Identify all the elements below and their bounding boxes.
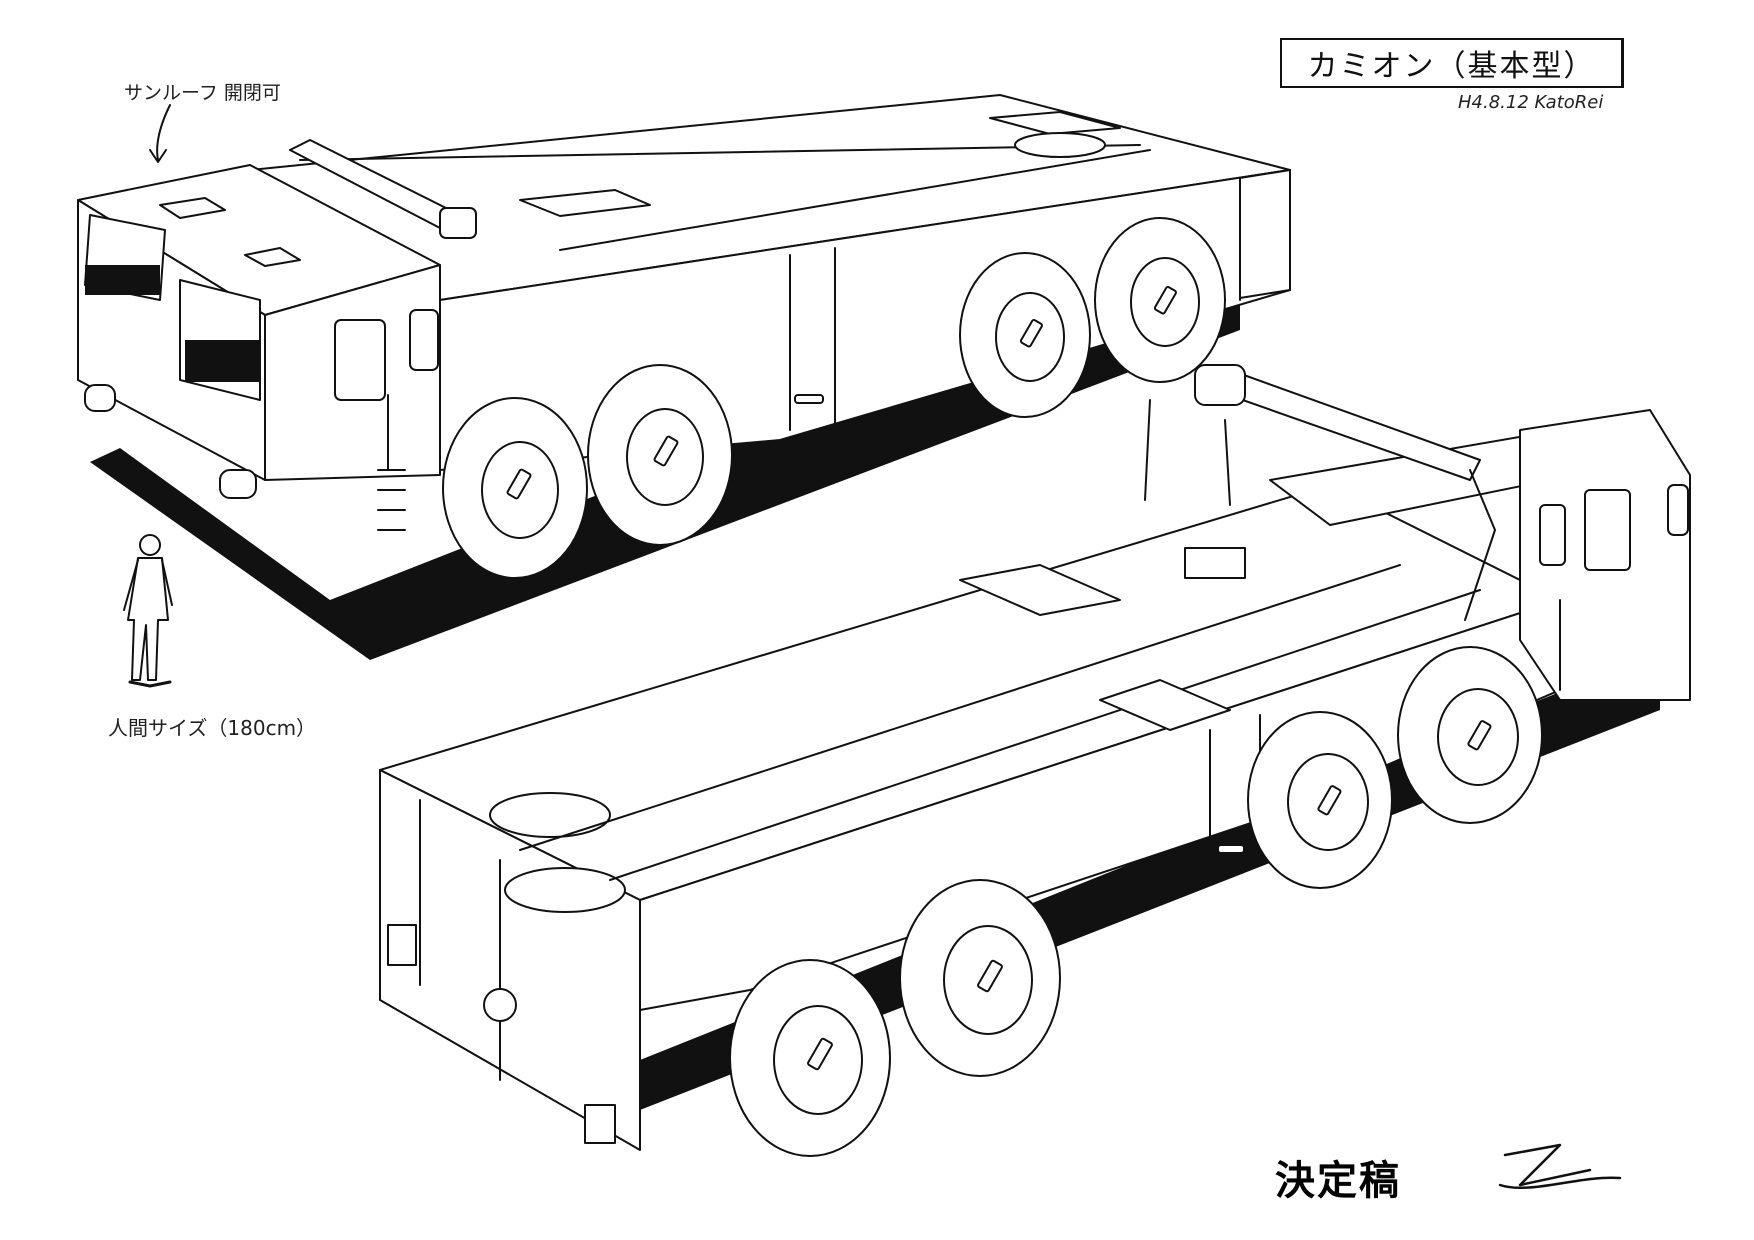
approval-signature — [1498, 1143, 1622, 1189]
date-signature: H4.8.12 KatoRei — [1458, 92, 1604, 113]
sheet-title: カミオン（基本型） — [1280, 38, 1624, 88]
human-scale-figure — [123, 534, 173, 688]
approval-stamp: 決定稿 — [1275, 1157, 1401, 1204]
truck-front-view — [77, 94, 1291, 660]
cargo-end — [1239, 169, 1291, 299]
truck-rear-view — [379, 364, 1691, 1157]
human-scale-annotation: 人間サイズ（180cm） — [108, 716, 317, 740]
sunroof-arrow — [149, 104, 171, 163]
rear-end — [379, 769, 641, 1151]
sunroof-annotation: サンルーフ 開閉可 — [124, 82, 281, 104]
